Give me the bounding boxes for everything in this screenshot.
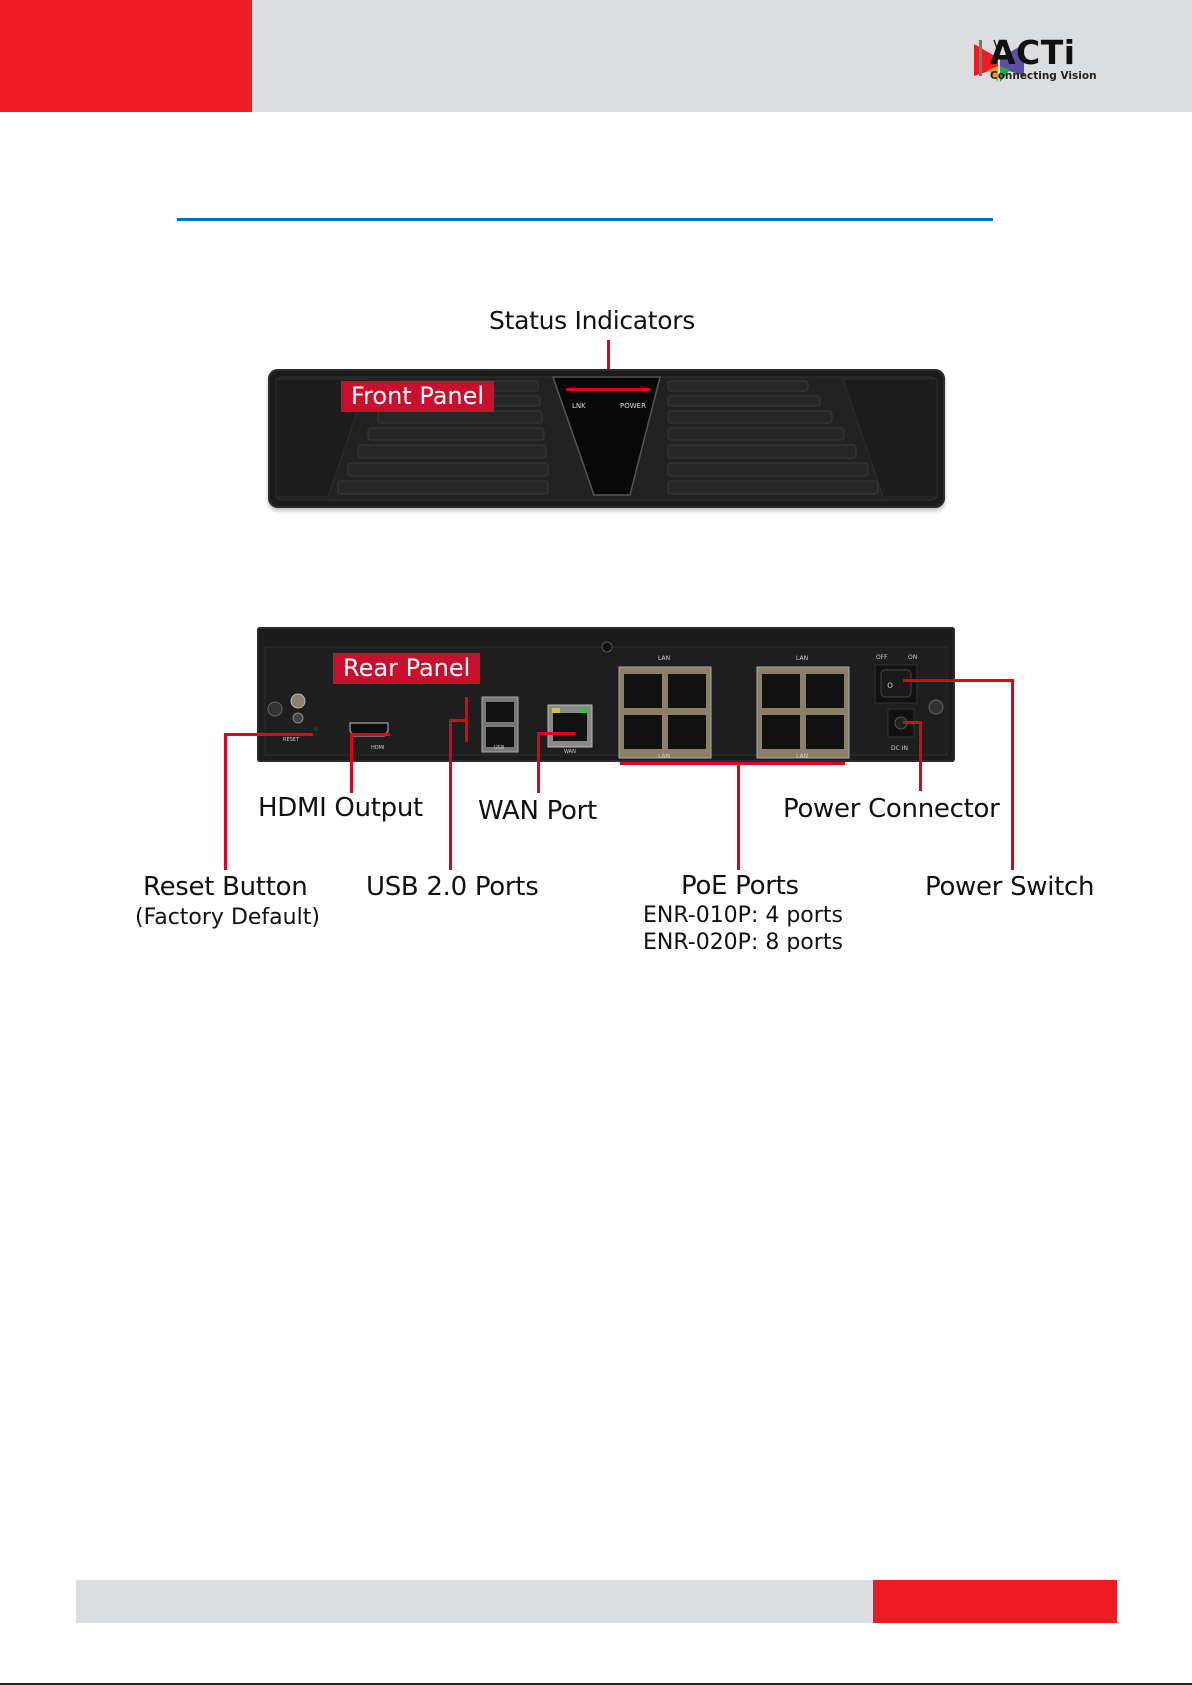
wan-silkscreen: WAN	[564, 749, 576, 755]
hdmi-silkscreen: HDMI	[371, 745, 384, 751]
brand-tagline: Connecting Vision	[990, 70, 1097, 82]
usb-ports-label: USB 2.0 Ports	[366, 872, 538, 902]
footer-gray-bar	[76, 1580, 873, 1623]
reset-callout-h	[224, 733, 313, 736]
usb-callout-v	[449, 719, 452, 870]
dc-in-silkscreen: DC IN	[891, 745, 908, 752]
screw-icon	[268, 702, 282, 716]
lan-silkscreen-1-top: LAN	[658, 655, 670, 662]
wan-callout-h	[537, 732, 575, 735]
power-connector-label: Power Connector	[783, 794, 999, 824]
svg-text:o: o	[887, 680, 893, 691]
power-indicator-label: POWER	[620, 402, 646, 410]
rear-panel-tag: Rear Panel	[333, 653, 480, 684]
poe-ports-label: PoE Ports	[681, 871, 799, 901]
hdmi-output-label: HDMI Output	[258, 793, 423, 823]
brand-name: ACTi	[990, 33, 1076, 72]
status-callout-bar	[566, 388, 650, 391]
poe-callout-v	[737, 762, 740, 870]
hdmi-callout-h	[350, 733, 390, 736]
usb-silkscreen: USB	[494, 745, 504, 751]
hdmi-callout-v	[350, 733, 353, 793]
front-panel-image: LNK POWER Front Panel	[268, 369, 945, 508]
lan-block-2	[757, 667, 849, 758]
poe-ports-sublabel-020p: ENR-020P: 8 ports	[643, 930, 843, 952]
lan-silkscreen-2-top: LAN	[796, 655, 808, 662]
reset-silkscreen: RESET	[283, 737, 299, 743]
reset-button-label: Reset Button	[143, 872, 307, 902]
lan-block-1	[619, 667, 711, 758]
power-switch-callout-v	[1011, 679, 1014, 870]
poe-ports-sublabel-010p: ENR-010P: 4 ports	[643, 903, 843, 928]
power-switch-callout-h	[903, 679, 1014, 682]
wan-port-label: WAN Port	[478, 796, 597, 826]
front-panel-tag: Front Panel	[341, 381, 494, 412]
on-silkscreen: ON	[908, 654, 917, 661]
lan-silkscreen-2-bottom: LAN	[796, 753, 808, 760]
poe-callout-h	[620, 762, 845, 765]
lnk-indicator-label: LNK	[572, 402, 586, 410]
power-connector-callout-v	[919, 721, 922, 791]
logo-separator	[979, 40, 982, 76]
reset-callout-v	[224, 733, 227, 870]
footer-red-block	[873, 1580, 1117, 1623]
wan-callout-v	[537, 732, 540, 793]
ground-terminal-icon	[291, 694, 305, 708]
status-indicators-label: Status Indicators	[489, 306, 695, 335]
header-red-block	[0, 0, 252, 112]
reset-button-sublabel: (Factory Default)	[135, 905, 320, 930]
off-silkscreen: OFF	[876, 654, 888, 661]
power-switch-label: Power Switch	[925, 872, 1094, 902]
lan-silkscreen-1-bottom: LAN	[658, 753, 670, 760]
rear-panel-hardware: o	[257, 627, 955, 762]
title-rule	[177, 218, 993, 221]
rear-panel-image: o RESET HDMI USB WAN LAN LAN LAN LAN OFF…	[257, 627, 955, 762]
